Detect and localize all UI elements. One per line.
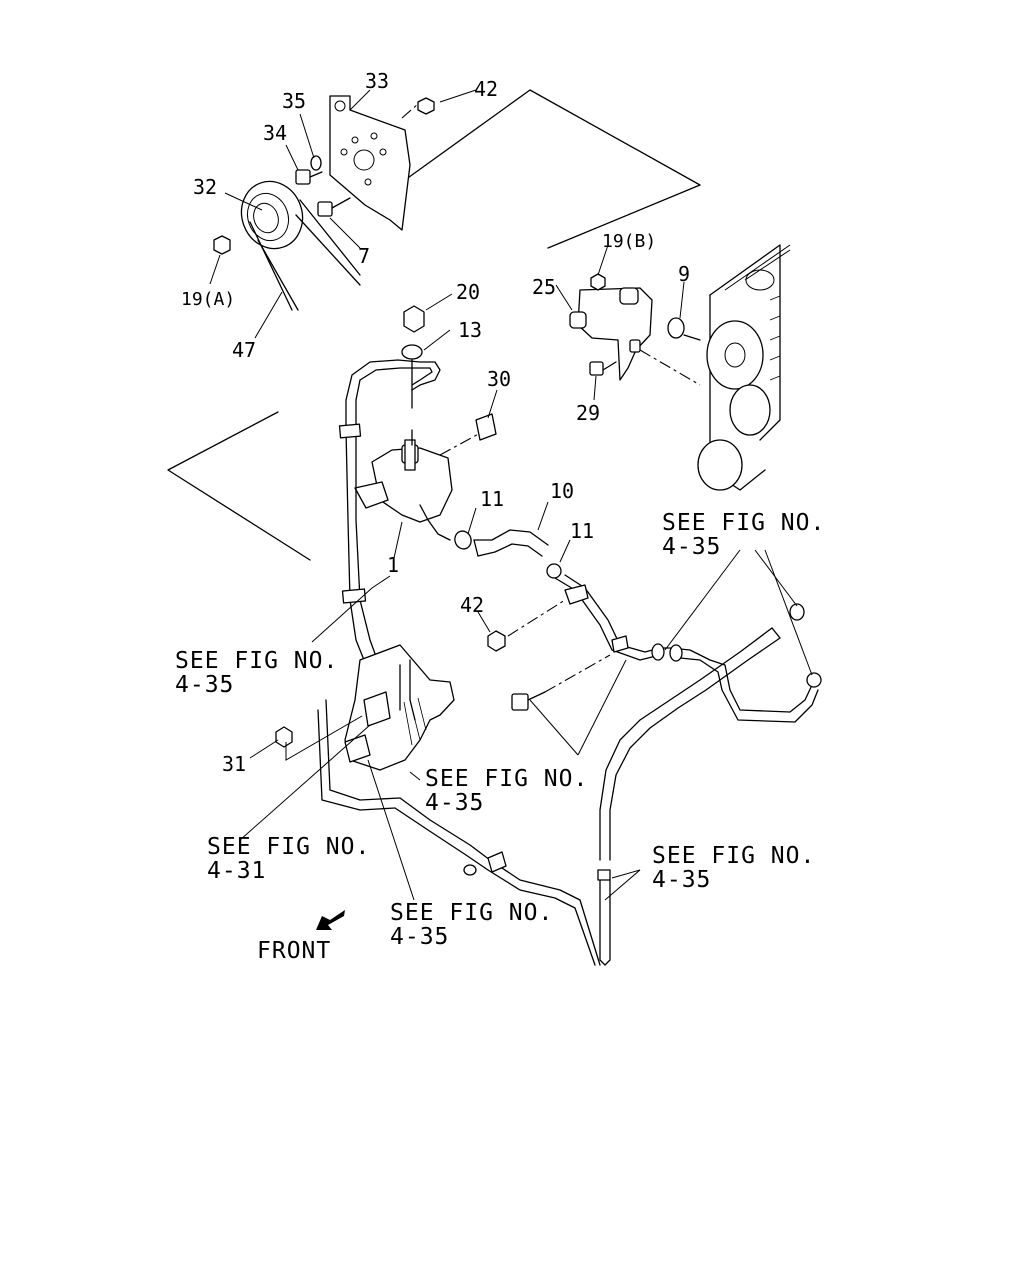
engine-block — [697, 244, 791, 491]
part-label-32: 32 — [193, 175, 217, 199]
ref-fig-4-35-bottom-line2: 4-35 — [390, 924, 449, 950]
part-label-34: 34 — [263, 121, 287, 145]
bracket-25 — [569, 287, 701, 386]
clamp-11-left — [454, 530, 472, 550]
nut-42-mid — [487, 599, 566, 652]
washer-13 — [401, 344, 423, 360]
washer-35 — [310, 155, 322, 171]
ref-fig-4-35-bottom-line1: SEE FIG NO. — [390, 900, 553, 926]
part-label-30: 30 — [487, 367, 511, 391]
nut-19b — [590, 273, 606, 291]
spacer-9 — [667, 317, 701, 341]
part-label-11-left: 11 — [480, 487, 504, 511]
part-label-19a: 19(A) — [181, 289, 235, 310]
ref-fig-4-31-line1: SEE FIG NO. — [207, 834, 370, 860]
gear-box — [317, 644, 601, 966]
nut-42-top — [417, 97, 435, 115]
front-label: FRONT — [257, 938, 331, 964]
part-label-33: 33 — [365, 69, 389, 93]
leader-lines — [209, 89, 813, 901]
ref-fig-4-35-left-line1: SEE FIG NO. — [175, 648, 338, 674]
bracket-plane-33 — [329, 89, 701, 249]
ref-fig-4-35-right-top-line1: SEE FIG NO. — [662, 510, 825, 536]
ref-fig-4-35-center-line2: 4-35 — [425, 790, 484, 816]
ref-fig-4-35-left-line2: 4-35 — [175, 672, 234, 698]
ref-fig-4-31-line2: 4-31 — [207, 858, 266, 884]
pump-1 — [354, 359, 496, 541]
part-label-20: 20 — [456, 280, 480, 304]
nut-20 — [403, 305, 425, 333]
part-label-42-mid: 42 — [460, 593, 484, 617]
clamp-11-right — [546, 563, 562, 579]
bolt-7 — [317, 197, 351, 217]
ref-fig-4-35-right-bottom-line2: 4-35 — [652, 867, 711, 893]
part-label-11-right: 11 — [570, 519, 594, 543]
part-label-42-top: 42 — [474, 77, 498, 101]
bolt-lower — [511, 654, 611, 711]
part-label-35: 35 — [282, 89, 306, 113]
part-label-29: 29 — [576, 401, 600, 425]
part-label-1: 1 — [387, 553, 399, 577]
ref-fig-4-35-right-bottom-line1: SEE FIG NO. — [652, 843, 815, 869]
ref-fig-4-35-right-top-line2: 4-35 — [662, 534, 721, 560]
part-label-13: 13 — [458, 318, 482, 342]
part-label-25: 25 — [532, 275, 556, 299]
pump-plane — [167, 411, 311, 561]
part-label-7: 7 — [358, 244, 370, 268]
clip-30 — [475, 413, 497, 441]
part-label-19b: 19(B) — [602, 231, 656, 252]
part-label-47: 47 — [232, 338, 256, 362]
return-pipe — [554, 574, 822, 723]
part-label-10: 10 — [550, 479, 574, 503]
bolt-29 — [589, 361, 617, 376]
long-hose — [597, 627, 781, 966]
part-label-9: 9 — [678, 262, 690, 286]
return-hose-10 — [473, 529, 549, 557]
bolt-34 — [295, 169, 323, 185]
part-label-31: 31 — [222, 752, 246, 776]
front-arrow-icon — [316, 910, 345, 930]
nut-31 — [275, 726, 293, 748]
ref-fig-4-35-center-line1: SEE FIG NO. — [425, 766, 588, 792]
pulley-32 — [240, 180, 361, 311]
nut-19a — [213, 235, 231, 255]
